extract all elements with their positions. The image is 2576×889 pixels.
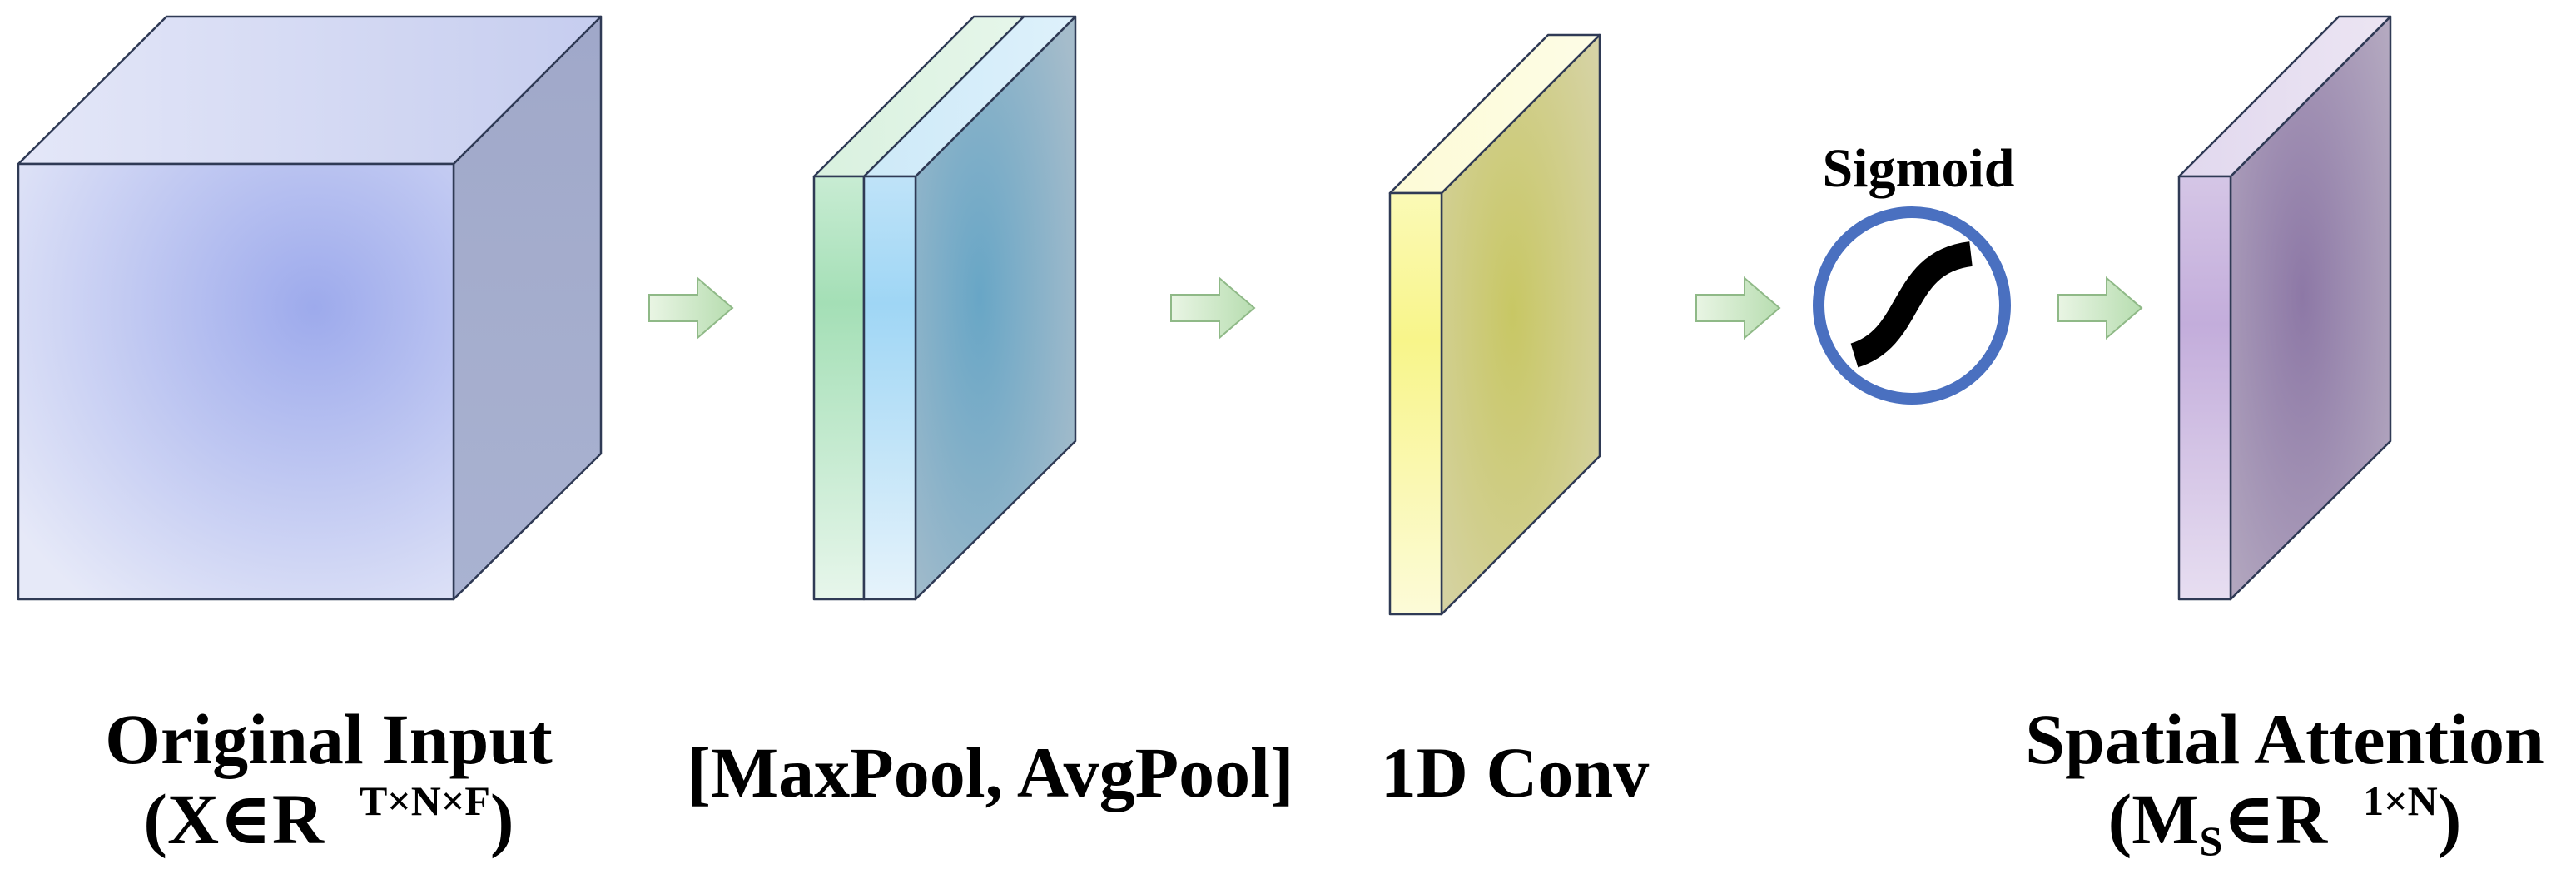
conv-label: 1D Conv bbox=[1332, 733, 1698, 812]
sigmoid-curve-icon bbox=[1849, 241, 1973, 368]
output-block bbox=[2177, 15, 2392, 601]
arrow-2 bbox=[1170, 276, 1256, 340]
output-formula: (MS∈R 1×N) bbox=[1998, 777, 2572, 862]
input-title: Original Input bbox=[105, 699, 553, 779]
output-formula-mid: ∈R bbox=[2222, 779, 2328, 860]
arrow-1 bbox=[648, 276, 734, 340]
conv-block bbox=[1388, 33, 1601, 616]
input-formula-sup: T×N×F bbox=[359, 777, 490, 825]
pooling-title: [MaxPool, AvgPool] bbox=[687, 733, 1294, 812]
output-formula-sub: S bbox=[2199, 817, 2223, 865]
arrow-3 bbox=[1695, 276, 1781, 340]
output-title: Spatial Attention bbox=[2025, 699, 2544, 779]
pooling-block bbox=[812, 15, 1077, 601]
sigmoid-label: Sigmoid bbox=[1822, 138, 2015, 199]
output-formula-suffix: ) bbox=[2437, 779, 2462, 860]
output-formula-sup: 1×N bbox=[2363, 777, 2438, 825]
pooling-label: [MaxPool, AvgPool] bbox=[649, 733, 1332, 812]
avgpool-slice bbox=[862, 175, 917, 601]
input-cube-front bbox=[17, 162, 455, 601]
input-cube bbox=[17, 15, 603, 601]
output-label: Spatial Attention (MS∈R 1×N) bbox=[1998, 699, 2572, 862]
arrow-4 bbox=[2057, 276, 2143, 340]
input-label: Original Input (X∈R T×N×F) bbox=[33, 699, 624, 860]
input-formula-suffix: ) bbox=[489, 779, 514, 860]
output-formula-prefix: (M bbox=[2107, 779, 2200, 860]
maxpool-slice bbox=[812, 175, 866, 601]
conv-title: 1D Conv bbox=[1380, 733, 1650, 812]
output-slice bbox=[2177, 175, 2232, 601]
input-formula: (X∈R T×N×F) bbox=[33, 779, 624, 859]
input-formula-prefix: (X∈R bbox=[143, 779, 324, 860]
sigmoid-node bbox=[1813, 206, 2011, 405]
conv-slice bbox=[1388, 191, 1443, 616]
